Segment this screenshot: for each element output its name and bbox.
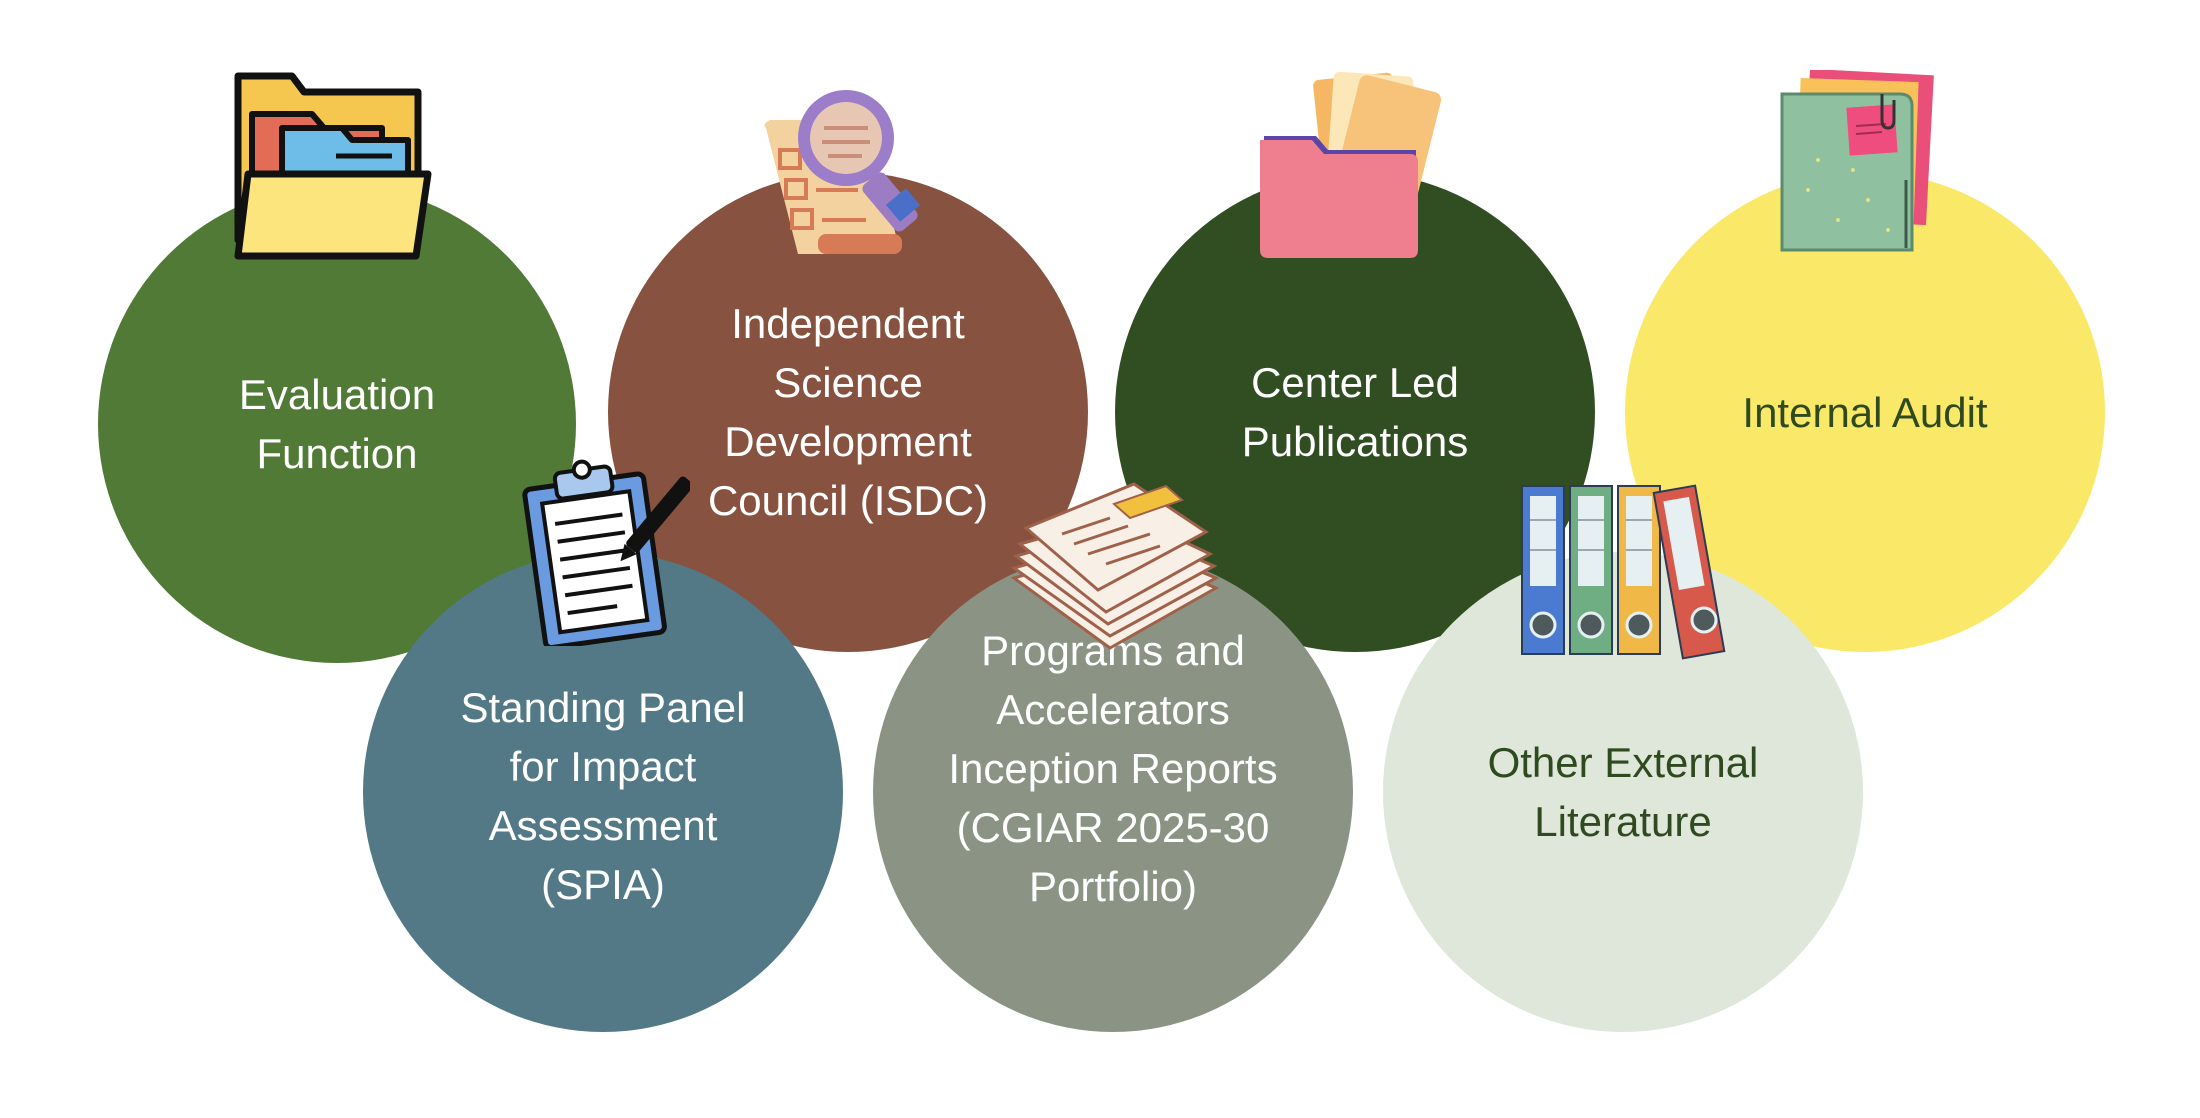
paper-stack-icon	[1010, 478, 1220, 653]
open-folder-icon	[232, 70, 432, 260]
pink-folder-icon	[1258, 70, 1454, 260]
isdc-label: Independent Science Development Council …	[707, 300, 989, 524]
evaluation-function-circle: Evaluation Function	[98, 185, 576, 663]
center-led-publications-label: Center Led Publications	[1241, 359, 1469, 465]
binders-icon	[1518, 480, 1738, 660]
internal-audit-label: Internal Audit	[1742, 388, 1988, 436]
other-external-literature-label: Other External Literature	[1487, 739, 1759, 845]
programs-label: Programs and Accelerators Inception Repo…	[948, 626, 1278, 910]
magnifier-checklist-icon	[758, 84, 948, 260]
clipboard-icon	[520, 456, 690, 646]
spia-label: Standing Panel for Impact Assessment (SP…	[460, 684, 746, 908]
green-folder-icon	[1778, 70, 1938, 260]
evaluation-function-label: Evaluation Function	[238, 371, 436, 477]
other-external-literature-circle: Other External Literature	[1383, 552, 1863, 1032]
